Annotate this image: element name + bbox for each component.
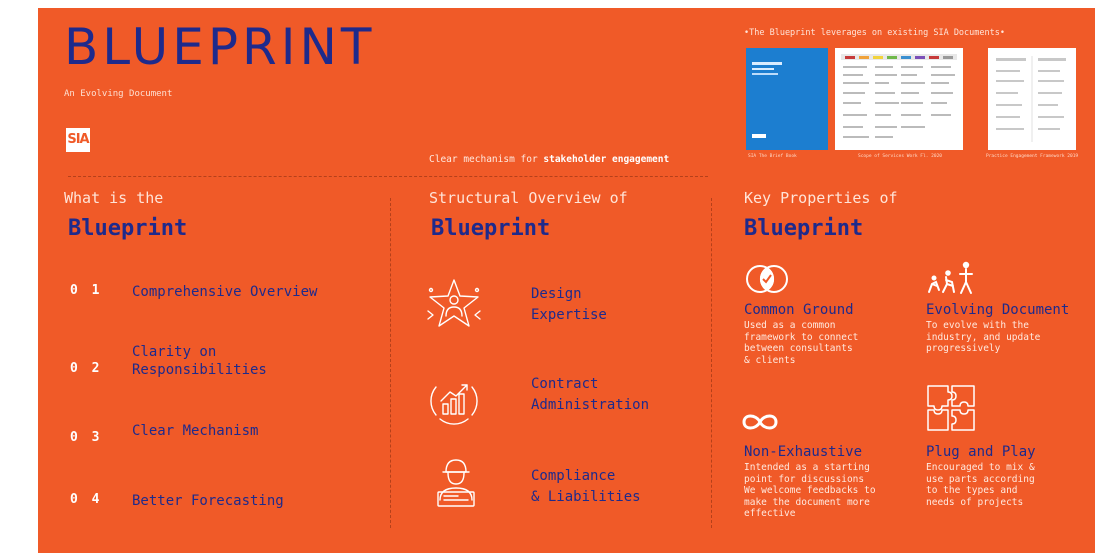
plug-and-play-title: Plug and Play — [926, 444, 1036, 460]
evolving-document-description: To evolve with the industry, and update … — [926, 320, 1041, 354]
document-thumbnail-scope — [835, 48, 963, 150]
item-better-forecasting: Better Forecasting — [132, 493, 284, 509]
document-thumbnail-practice — [988, 48, 1076, 150]
infinity-icon — [742, 414, 778, 430]
star-person-icon — [427, 279, 481, 327]
section-divider — [68, 176, 708, 177]
document-caption-scope: Scope of Services Work Fl. 2020 — [858, 154, 942, 159]
sia-logo: SIA — [66, 128, 90, 152]
overlapping-circles-icon — [746, 265, 788, 293]
puzzle-icon — [927, 385, 975, 431]
engineer-icon — [437, 459, 475, 507]
what-is-heading-line2: Blueprint — [68, 216, 188, 241]
mechanism-bold: stakeholder engagement — [543, 154, 670, 165]
document-caption-brief: SIA The Brief Book — [748, 154, 797, 159]
document-caption-practice: Practice Engagement Framework 2019 — [986, 154, 1079, 159]
design-expertise-label: Design Expertise — [531, 286, 607, 323]
item-clarity-responsibilities: Clarity on Responsibilities — [132, 344, 267, 378]
evolving-document-title: Evolving Document — [926, 302, 1070, 318]
evolution-figures-icon — [928, 261, 973, 294]
item-clear-mechanism: Clear Mechanism — [132, 423, 259, 439]
non-exhaustive-description: Intended as a starting point for discuss… — [744, 462, 876, 519]
document-thumbnail-brief — [746, 48, 828, 150]
common-ground-description: Used as a common framework to connect be… — [744, 320, 859, 366]
compliance-liabilities-label: Compliance & Liabilities — [531, 468, 641, 505]
structural-heading-line1: Structural Overview of — [429, 189, 628, 207]
mechanism-caption: Clear mechanism for stakeholder engageme… — [429, 154, 669, 165]
page-title: BLUEPRINT — [64, 18, 376, 76]
plug-and-play-description: Encouraged to mix & use parts according … — [926, 462, 1035, 508]
what-is-heading-line1: What is the — [64, 189, 164, 207]
common-ground-title: Common Ground — [744, 302, 854, 318]
column-divider-2 — [711, 198, 712, 528]
item-comprehensive-overview: Comprehensive Overview — [132, 284, 318, 300]
item-number-1: 0 1 — [70, 283, 103, 298]
item-number-4: 0 4 — [70, 492, 103, 507]
growth-chart-icon — [430, 384, 478, 425]
mechanism-prefix: Clear mechanism for — [429, 154, 544, 165]
key-properties-heading-line2: Blueprint — [744, 216, 864, 241]
non-exhaustive-title: Non-Exhaustive — [744, 444, 863, 460]
key-properties-heading-line1: Key Properties of — [744, 189, 898, 207]
documents-caption: •The Blueprint leverages on existing SIA… — [744, 28, 1005, 38]
blueprint-poster: BLUEPRINT An Evolving Document SIA Clear… — [38, 8, 1095, 553]
item-number-3: 0 3 — [70, 430, 103, 445]
item-number-2: 0 2 — [70, 361, 103, 376]
page-subtitle: An Evolving Document — [64, 89, 173, 99]
contract-administration-label: Contract Administration — [531, 376, 650, 413]
structural-heading-line2: Blueprint — [431, 216, 551, 241]
column-divider-1 — [390, 198, 391, 528]
